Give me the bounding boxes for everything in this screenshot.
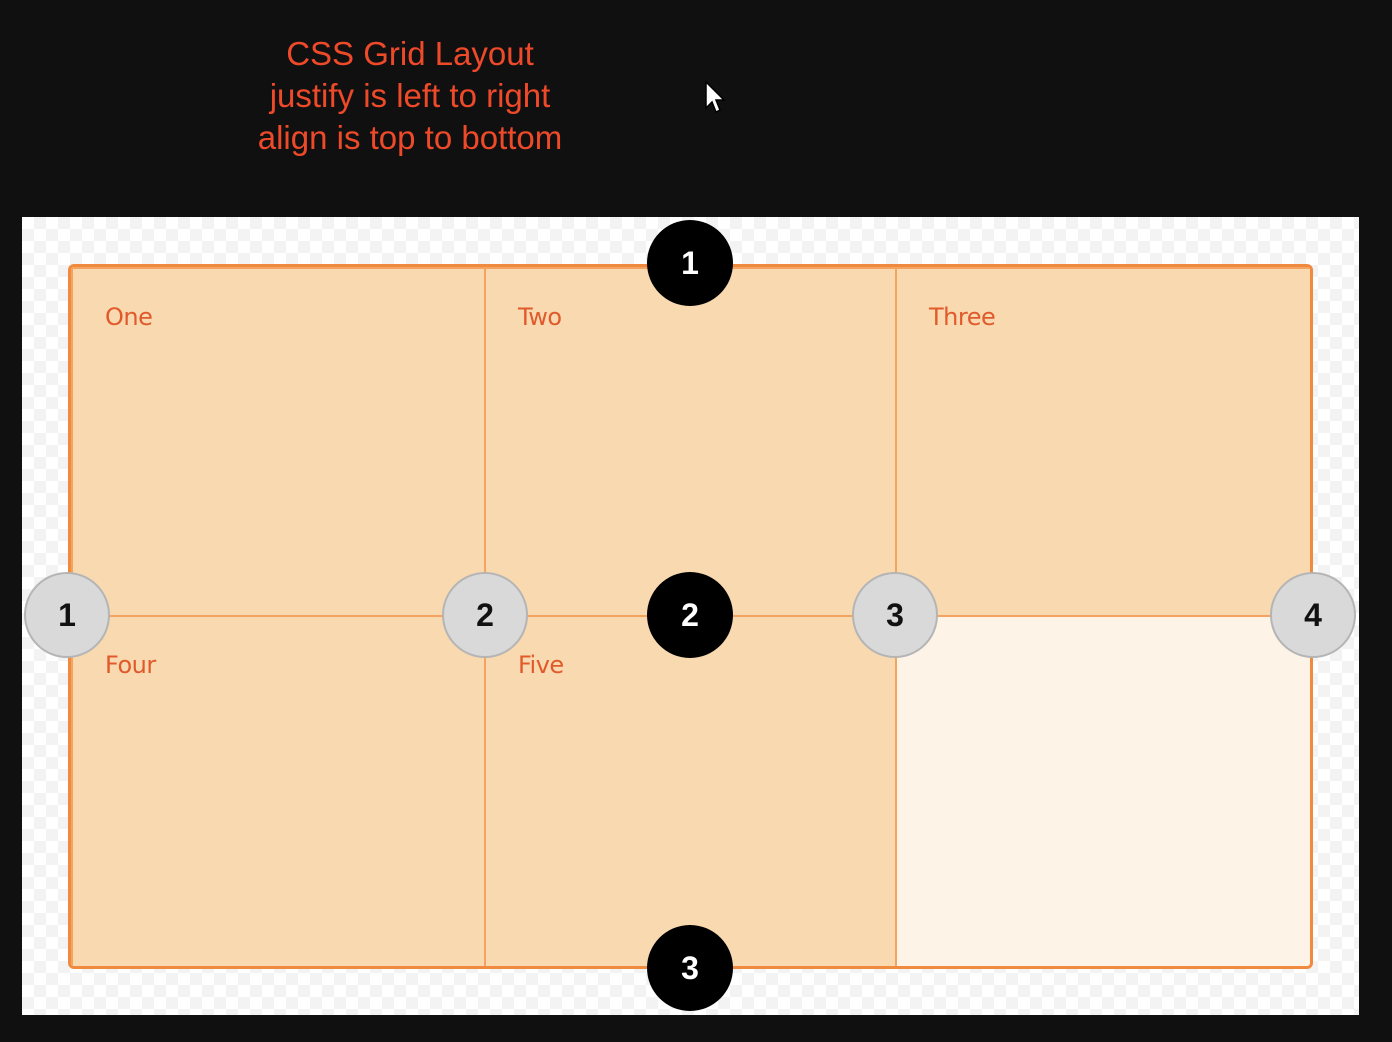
grid-item-five: Five <box>484 615 897 966</box>
annotation-line-3: align is top to bottom <box>257 119 563 156</box>
grid-item-one: One <box>71 267 486 617</box>
annotation-line-2: justify is left to right <box>269 77 551 114</box>
grid-item-four: Four <box>71 615 486 966</box>
grid-item-three: Three <box>895 267 1310 617</box>
mouse-cursor-icon <box>705 80 726 114</box>
column-line-marker-4: 4 <box>1270 572 1356 658</box>
grid-item-two: Two <box>484 267 897 617</box>
column-line-marker-2: 2 <box>442 572 528 658</box>
grid-item-label: Five <box>518 651 564 679</box>
grid-item-label: Three <box>929 303 996 331</box>
column-line-marker-1: 1 <box>24 572 110 658</box>
annotation-text: CSS Grid Layout justify is left to right… <box>210 33 610 159</box>
row-line-marker-2: 2 <box>647 572 733 658</box>
annotation-line-1: CSS Grid Layout <box>286 35 534 72</box>
grid-item-label: Two <box>518 303 562 331</box>
grid-container: One Two Three Four Five <box>68 264 1313 969</box>
column-line-marker-3: 3 <box>852 572 938 658</box>
grid-item-label: Four <box>105 651 156 679</box>
row-line-marker-3: 3 <box>647 925 733 1011</box>
grid-item-label: One <box>105 303 153 331</box>
empty-grid-cell <box>897 617 1310 966</box>
row-line-marker-1: 1 <box>647 220 733 306</box>
